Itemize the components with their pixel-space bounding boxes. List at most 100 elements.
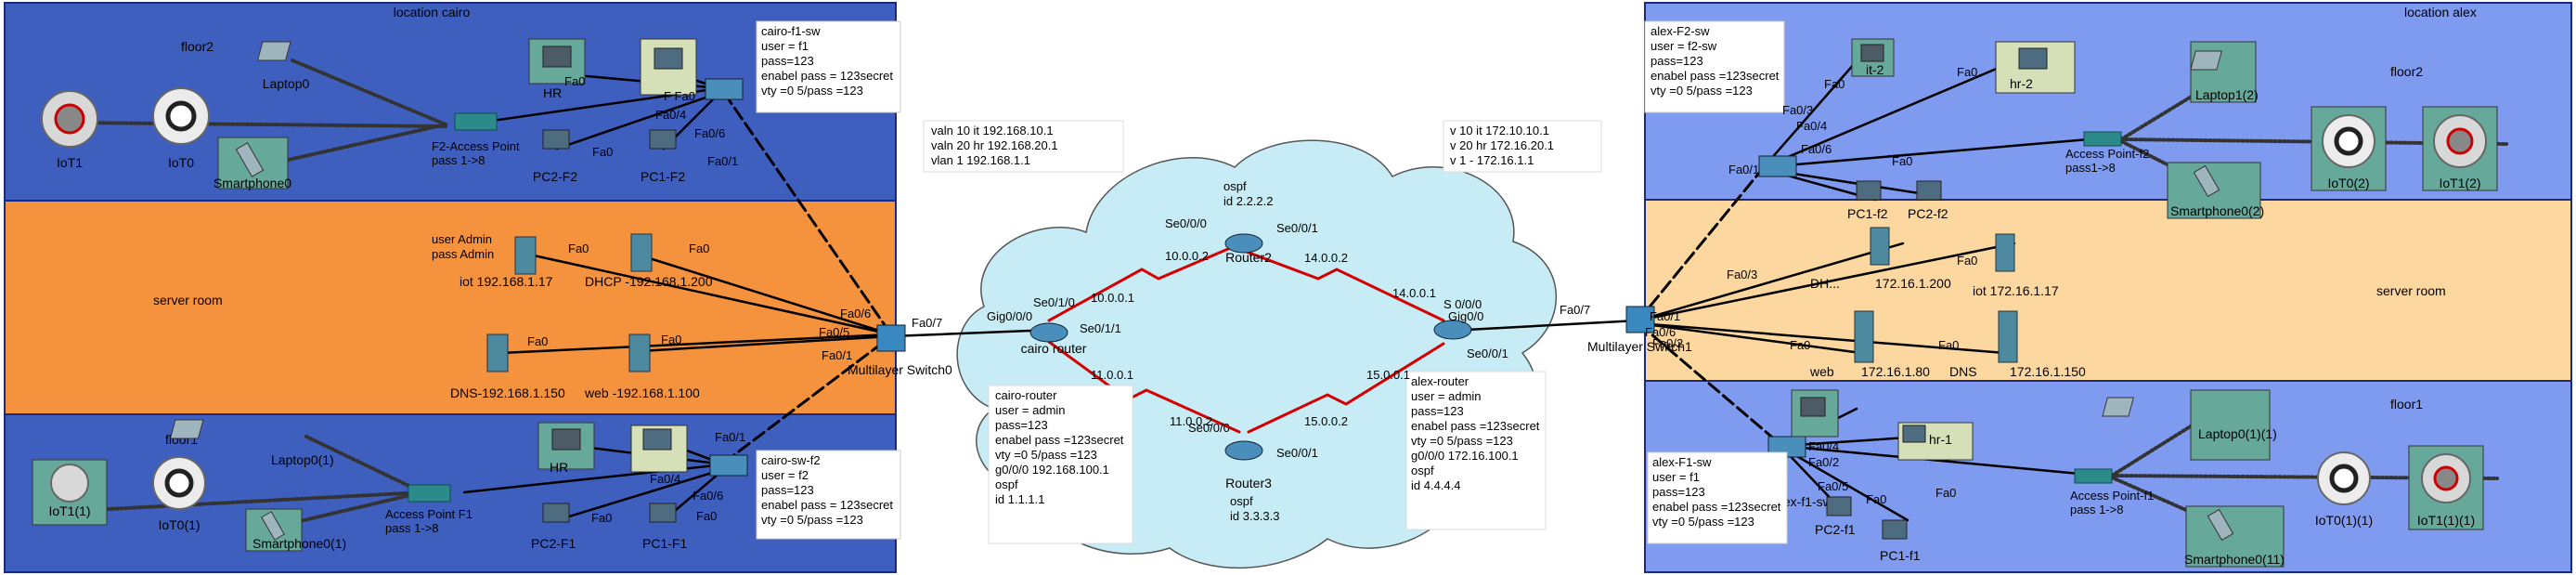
laptop0-device[interactable]: Laptop0 — [256, 41, 310, 91]
smartphone0-device[interactable]: Smartphone0 — [214, 137, 291, 190]
alex-f2-switch[interactable] — [1758, 155, 1797, 177]
alex-f1-pc-tile[interactable] — [1791, 389, 1839, 438]
multilayer-switch0[interactable]: Multilayer Switch0 — [848, 324, 952, 377]
ap-f1-cairo-name: Access Point F1 — [385, 507, 472, 521]
port-label: Fa0/3 — [1782, 103, 1813, 117]
hr1-label: hr-1 — [1929, 432, 1952, 447]
server-icon — [514, 236, 537, 275]
iot0-label: IoT0 — [168, 155, 194, 170]
laptop-icon — [2102, 397, 2134, 417]
ap-f2-alex[interactable]: Access Point-f2 pass1->8 — [2065, 131, 2149, 175]
router3[interactable]: Router3 — [1224, 440, 1272, 490]
laptop0-1-device[interactable]: Laptop0(1) — [169, 419, 334, 467]
smartphone0-1-device[interactable]: Smartphone0(1) — [245, 508, 346, 552]
cairo-f1-switch[interactable] — [709, 454, 748, 477]
link-alex-dns — [1637, 321, 2007, 355]
note-line: pass=123 — [1411, 404, 1464, 418]
iot0-2-device[interactable]: IoT0(2) — [2311, 106, 2387, 191]
pc1-f1-device[interactable]: PC1-F1 — [642, 503, 687, 551]
ap-f1-alex[interactable]: Access Point-f1 pass 1->8 — [2070, 468, 2154, 516]
note-line: id 4.4.4.4 — [1411, 478, 1461, 492]
hr2-pc[interactable]: hr-2 — [1995, 41, 2076, 94]
alex-server-room-area — [1644, 199, 2572, 382]
note-box — [1443, 120, 1602, 173]
port-label: Fa0 — [564, 74, 585, 88]
port-label: Fa0/1 — [1650, 309, 1680, 323]
iot0-1-1-device[interactable]: IoT0(1)(1) — [2315, 451, 2373, 528]
note-line: v 10 it 172.10.10.1 — [1450, 124, 1549, 137]
smartphone0-11-device[interactable]: Smartphone0(11) — [2184, 505, 2285, 568]
dns-server[interactable]: DNS-192.168.1.150 — [450, 333, 565, 400]
smartphone0-2-device[interactable]: Smartphone0(2) — [2167, 162, 2264, 219]
note-line: pass=123 — [1650, 54, 1703, 68]
router-icon — [1224, 233, 1263, 254]
note-line: cairo-f1-sw — [761, 24, 821, 38]
iot1-device[interactable]: IoT1 — [41, 90, 98, 170]
switch-icon — [1758, 155, 1797, 177]
iot0-1-device[interactable]: IoT0(1) — [152, 456, 206, 532]
hr-cairo-f2-label: HR — [543, 85, 562, 100]
pc1-f2-alex[interactable]: PC1-f2 — [1847, 180, 1888, 221]
alex-dns-server[interactable]: DNS 172.16.1.150 — [1949, 310, 2086, 379]
note-line: alex-router — [1411, 374, 1469, 388]
ap-f1-cairo[interactable]: Access Point F1 pass 1->8 — [385, 484, 472, 535]
iot0-1-label: IoT0(1) — [158, 517, 200, 532]
alex-dhcp-server[interactable]: DH... 172.16.1.200 — [1810, 227, 1951, 291]
cairo-f2-switch[interactable] — [705, 78, 744, 100]
iot0-device[interactable]: IoT0 — [152, 87, 210, 170]
iot1-1-1-device[interactable]: IoT1(1)(1) — [2408, 445, 2484, 530]
iot1-1-device[interactable]: IoT1(1) — [32, 459, 108, 526]
alex-iot-server[interactable]: iot 172.16.1.17 — [1973, 233, 2059, 298]
pc2-f1-alex[interactable]: PC2-f1 — [1815, 496, 1856, 537]
pc-icon — [649, 129, 677, 150]
pc2-f2-device[interactable]: PC2-F2 — [533, 129, 577, 184]
port-label: Fa0/2 — [1652, 336, 1683, 350]
laptop0-1-1-device[interactable]: Laptop0(1)(1) — [2102, 389, 2277, 461]
pc-icon — [1860, 44, 1884, 62]
note-line: pass=123 — [761, 54, 814, 68]
pc-icon — [551, 428, 581, 451]
access-point-icon — [2074, 468, 2113, 484]
note-line: alex-F2-sw — [1650, 24, 1710, 38]
router-icon — [1029, 322, 1068, 343]
hr-pc-cairo-f1[interactable]: HR — [537, 422, 595, 475]
alex-router[interactable] — [1433, 320, 1472, 340]
smartphone0-1-label: Smartphone0(1) — [252, 536, 346, 551]
ap-f2-cairo[interactable]: F2-Access Point pass 1->8 — [432, 112, 520, 167]
ip-label: 15.0.0.2 — [1304, 414, 1348, 428]
pc2-f1-device[interactable]: PC2-F1 — [531, 503, 576, 551]
port-label: Fa0/5 — [819, 325, 849, 339]
smartphone-tile — [2185, 505, 2285, 568]
iot-server[interactable]: iot 192.168.1.17 — [460, 236, 553, 289]
note-line: vty =0 5/pass =123 — [1652, 515, 1754, 529]
pc2-f1-alex-label: PC2-f1 — [1815, 522, 1856, 537]
server-icon — [1854, 310, 1874, 363]
pc1-f1-alex[interactable]: PC1-f1 — [1880, 519, 1921, 563]
alex-web-server[interactable]: web 172.16.1.80 — [1809, 310, 1930, 379]
pc1-f2-device[interactable]: PC1-F2 — [641, 129, 685, 184]
dhcp-server[interactable]: DHCP -192.168.1.200 — [585, 233, 713, 289]
cairo-router[interactable]: cairo router — [1021, 322, 1087, 356]
note-line: vty =0 5/pass =123 — [761, 84, 863, 98]
iot1-2-device[interactable]: IoT1(2) — [2422, 106, 2498, 191]
alex-floor2-devices: it-2 hr-2 PC1-f2 PC2-f2 Access Point-f2 … — [1758, 38, 2498, 221]
router2[interactable]: Router2 — [1224, 233, 1272, 265]
pc-tile-cairo-f2[interactable] — [640, 38, 697, 96]
note-line: id 1.1.1.1 — [995, 492, 1045, 506]
link-dhcp-mls — [639, 254, 893, 336]
ip-label: 10.0.0.2 — [1165, 249, 1209, 263]
laptop1-2-device[interactable]: Laptop1(2) — [2190, 41, 2259, 103]
port-label: Fa0/6 — [693, 489, 723, 503]
port-label: Fa0/1 — [715, 430, 745, 444]
hr1-pc[interactable]: hr-1 — [1897, 422, 1974, 461]
pc2-f2-alex[interactable]: PC2-f2 — [1908, 180, 1948, 221]
web-server[interactable]: web -192.168.1.100 — [584, 333, 700, 400]
web-server-label: web -192.168.1.100 — [584, 386, 700, 400]
port-label: Gig0/0/0 — [987, 309, 1032, 323]
serial-cairo-router3 — [1047, 340, 1241, 434]
it2-pc[interactable]: it-2 — [1851, 38, 1895, 77]
multilayer-switch1[interactable]: Multilayer Switch1 — [1587, 306, 1692, 354]
hr-pc-cairo-f2[interactable]: HR — [528, 38, 586, 100]
pc-tile-cairo-f1[interactable] — [630, 425, 688, 473]
note-ospf-router2: ospf id 2.2.2.2 — [1223, 179, 1274, 208]
